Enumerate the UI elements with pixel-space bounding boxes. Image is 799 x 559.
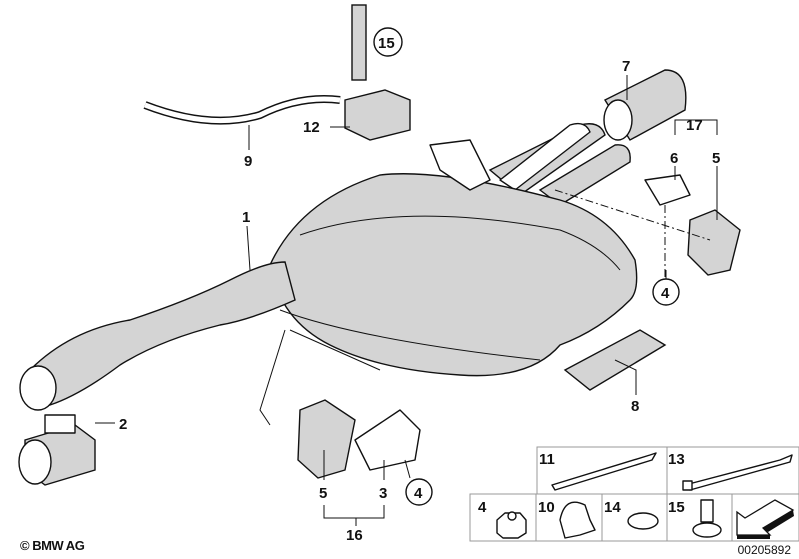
rear-silencer: [269, 173, 638, 377]
document-number: 00205892: [737, 543, 791, 557]
grid-label-14: 14: [604, 499, 621, 516]
bracket-6: [644, 174, 691, 206]
hanger-rod: [259, 329, 381, 426]
callout-circle-4-right: [652, 278, 680, 306]
solenoid-valve: [344, 89, 411, 141]
copyright-notice: © BMW AG: [20, 538, 85, 553]
leader-lines: [95, 75, 718, 526]
callout-3: 3: [379, 485, 387, 502]
grid-label-4: 4: [478, 499, 487, 516]
callout-1: 1: [242, 209, 250, 226]
callout-circle-15: [373, 27, 403, 57]
front-pipe: [29, 261, 296, 406]
callout-4-right: 4: [661, 285, 670, 302]
callout-12: 12: [303, 119, 320, 136]
grid-label-10: 10: [538, 499, 555, 516]
direction-arrow-icon: [736, 499, 795, 536]
bracket-3: [354, 409, 421, 471]
rubber-mount-right: [687, 209, 741, 276]
pipe-clamp: [18, 414, 96, 486]
callout-6: 6: [670, 150, 678, 167]
callout-15: 15: [378, 35, 395, 52]
grid-label-13: 13: [668, 451, 685, 468]
callout-17: 17: [686, 117, 703, 134]
callout-4-bottom: 4: [414, 485, 423, 502]
plug-cap-icon: [627, 512, 659, 530]
cable-tie-icon: [551, 452, 657, 491]
callout-7: 7: [622, 58, 630, 75]
callout-16: 16: [346, 527, 363, 544]
small-parts-grid: 11 13 4 10 14 15: [469, 446, 799, 542]
rubber-mount-bottom: [297, 399, 356, 479]
callout-9: 9: [244, 153, 252, 170]
callout-circle-4-bottom: [405, 478, 433, 506]
vent-pipe: [351, 4, 367, 81]
callout-5-right: 5: [712, 150, 720, 167]
clip-icon: [559, 501, 596, 539]
callout-5-bottom: 5: [319, 485, 327, 502]
grid-label-11: 11: [539, 451, 555, 468]
tailpipes: [488, 122, 631, 206]
callout-8: 8: [631, 398, 639, 415]
callout-2: 2: [119, 416, 127, 433]
pipe-inlet: [19, 365, 57, 411]
expanding-rivet-icon: [700, 499, 714, 523]
grid-label-15: 15: [668, 499, 685, 516]
cable-tie-with-clip-icon: [684, 454, 793, 491]
